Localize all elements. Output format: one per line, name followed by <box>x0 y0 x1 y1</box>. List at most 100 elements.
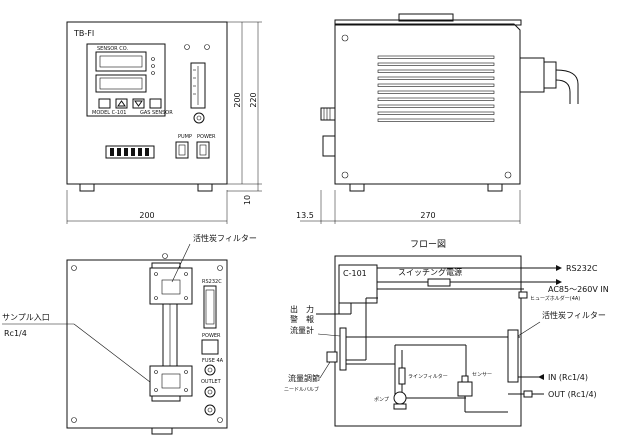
ac-input-label: AC85～260V IN <box>548 285 609 294</box>
flowmeter-label: 流量計 <box>290 325 314 335</box>
flow-title: フロー図 <box>410 239 446 250</box>
svg-text:RS232C: RS232C <box>202 279 222 285</box>
power-supply-box <box>427 278 451 287</box>
rs232c-label: RS232C <box>566 264 598 273</box>
outlet-port <box>204 386 216 398</box>
screw-icon <box>341 171 349 179</box>
display-window-upper <box>95 51 147 72</box>
sensor-label: センサー <box>472 372 492 378</box>
display-window-lower <box>95 74 147 93</box>
filter-clip-bottom <box>151 395 181 402</box>
svg-text:FUSE 4A: FUSE 4A <box>202 358 224 364</box>
flow-carbon-filter-label: 活性炭フィルター <box>542 310 606 320</box>
rear-panel-outline <box>66 259 228 429</box>
flow-adjust-label: 流量調節 <box>288 373 320 383</box>
rs232c-port <box>203 285 217 329</box>
flowmeter-icon <box>339 327 347 371</box>
terminal <box>124 148 128 156</box>
flow-diagram: フロー図 C-101 RS232C スイッチング電源 AC85～260V IN … <box>284 239 609 427</box>
controller-label: C-101 <box>343 269 367 278</box>
in-port-label: IN (Rc1/4) <box>548 373 588 382</box>
power-supply-label: スイッチング電源 <box>398 267 462 277</box>
indicator-led <box>151 57 155 61</box>
flow-enclosure <box>334 255 522 427</box>
rs232c-connector <box>543 61 557 89</box>
screw-icon <box>204 44 210 50</box>
depth-dimension: 270 <box>420 211 435 220</box>
front-view: TB-FI SENSOR CO. MODEL C-101 GAS SENSOR <box>66 21 262 224</box>
terminal <box>110 148 114 156</box>
pump-icon <box>393 391 407 405</box>
sample-inlet-label: サンプル入口 <box>2 313 50 322</box>
inlet-port <box>204 404 216 416</box>
terminal <box>138 148 142 156</box>
pump-label: ポンプ <box>374 396 389 403</box>
svg-text:GAS SENSOR: GAS SENSOR <box>140 110 173 116</box>
side-knob <box>320 107 336 121</box>
model-label: TB-FI <box>73 29 94 38</box>
terminal-strip <box>105 145 155 159</box>
display-button-up <box>115 98 128 109</box>
fuse-label: ヒューズホルダー(4A) <box>530 295 580 302</box>
svg-text:OUTLET: OUTLET <box>201 379 222 385</box>
svg-text:POWER: POWER <box>202 333 221 339</box>
sensor-icon <box>457 381 473 397</box>
indicator-led <box>151 71 155 75</box>
sample-inlet-spec: Rc1/4 <box>4 329 27 338</box>
flow-adjust-knob <box>193 112 205 124</box>
foot-height-dimension: 10 <box>243 195 252 205</box>
screw-icon <box>341 34 349 42</box>
side-view: 13.5 270 <box>296 13 579 224</box>
power-inlet <box>201 339 219 355</box>
controller-box <box>338 264 378 304</box>
front-dimensions: 200 220 10 200 <box>66 21 262 224</box>
foot <box>79 183 95 192</box>
screw-icon <box>71 265 77 271</box>
foot <box>197 183 213 192</box>
foot <box>151 427 173 435</box>
screw-icon <box>162 253 168 259</box>
display-model-text: MODEL C-101 <box>92 110 126 116</box>
carbon-filter-icon <box>507 329 519 383</box>
needle-valve-icon <box>326 351 338 363</box>
front-flowmeter <box>190 62 206 109</box>
display-button-down <box>132 98 145 109</box>
side-top-lip <box>334 19 522 26</box>
screw-icon <box>71 417 77 423</box>
foot <box>349 183 365 192</box>
display-brand-text: SENSOR CO. <box>97 46 128 52</box>
alarm-label: 警 報 <box>290 314 314 324</box>
carbon-filter-bracket-upper <box>149 267 193 305</box>
screw-icon <box>217 265 223 271</box>
filter-clip-top <box>151 262 181 269</box>
display-module-outline <box>86 43 166 117</box>
terminal <box>131 148 135 156</box>
terminal <box>117 148 121 156</box>
vent-slots <box>377 55 495 122</box>
display-module: SENSOR CO. MODEL C-101 GAS SENSOR <box>86 43 173 117</box>
display-button <box>149 98 162 109</box>
outlet-fitting-icon <box>523 390 533 398</box>
total-height-dimension: 220 <box>249 92 258 107</box>
screw-icon <box>217 417 223 423</box>
rear-connector-housing <box>519 57 545 93</box>
fuse-icon <box>518 291 528 299</box>
handle <box>398 13 454 22</box>
terminal-block-outline <box>105 145 155 159</box>
screw-icon <box>184 44 190 50</box>
front-panel-outline <box>66 21 228 185</box>
display-button <box>98 98 111 109</box>
pump-switch <box>175 141 189 159</box>
line-filter-icon <box>398 367 406 385</box>
rear-filter-label: 活性炭フィルター <box>193 233 257 243</box>
cable <box>555 69 579 104</box>
needle-valve-label: ニードルバルブ <box>284 386 319 393</box>
indicator-led <box>151 64 155 68</box>
svg-text:PUMP: PUMP <box>178 134 192 140</box>
offset-dimension: 13.5 <box>296 211 314 220</box>
fuse-holder <box>204 364 216 376</box>
side-switch <box>322 135 336 157</box>
power-switch <box>196 141 210 159</box>
screw-icon <box>504 171 512 179</box>
